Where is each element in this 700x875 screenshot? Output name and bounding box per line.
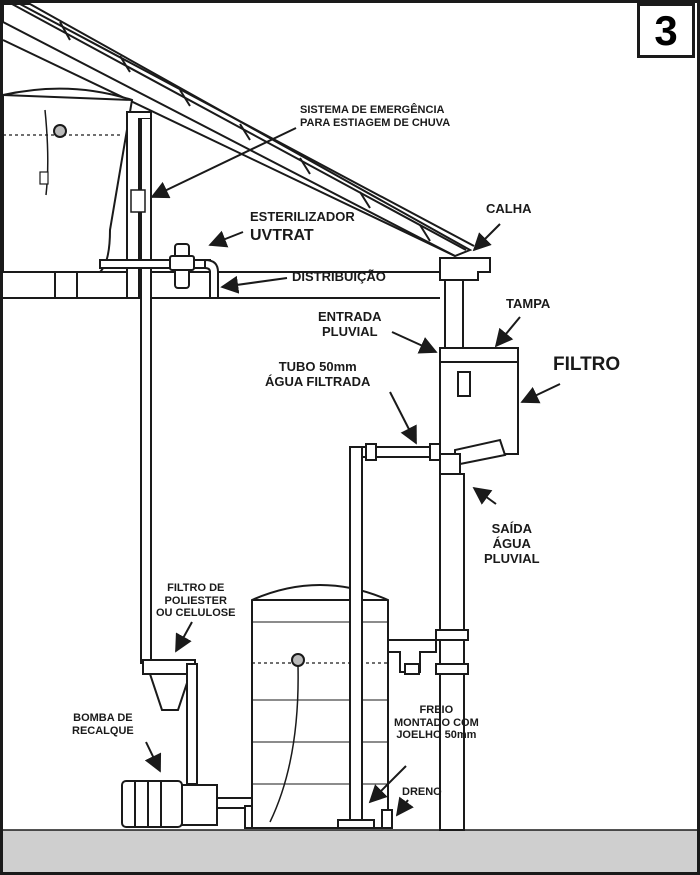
- label-filtro: FILTRO: [553, 354, 621, 375]
- label-sistema-emergencia: SISTEMA DE EMERGÊNCIA PARA ESTIAGEM DE C…: [300, 104, 451, 129]
- label-freio: FREIO MONTADO COM JOELHO 50mm: [394, 704, 479, 742]
- downspout: [435, 257, 519, 831]
- roof: [2, 3, 475, 258]
- label-bomba-recalque: BOMBA DE RECALQUE: [72, 712, 134, 737]
- label-dreno: DRENO: [402, 786, 442, 798]
- leader-arrows: [144, 127, 561, 817]
- filtered-pipe: [337, 443, 443, 829]
- label-distribuicao: DISTRIBUIÇÃO: [292, 269, 386, 284]
- label-esterilizador: ESTERILIZADOR: [250, 209, 355, 224]
- label-calha: CALHA: [486, 201, 532, 216]
- label-entrada-pluvial: ENTRADA PLUVIAL: [318, 309, 382, 339]
- ground: [3, 830, 697, 872]
- label-uvtrat: UVTRAT: [250, 227, 314, 244]
- label-tubo-agua-filtrada: TUBO 50mm ÁGUA FILTRADA: [265, 359, 371, 389]
- supply-pipes: [126, 111, 152, 664]
- page-number-badge: 3: [637, 3, 695, 58]
- pump: [121, 780, 258, 829]
- sterilizer-line: [99, 243, 219, 299]
- upper-tank: [2, 87, 134, 273]
- polyester-filter: [142, 659, 198, 785]
- label-filtro-poliester: FILTRO DE POLIESTER OU CELULOSE: [156, 582, 236, 620]
- label-tampa: TAMPA: [506, 296, 551, 311]
- cistern-tank: [251, 584, 389, 829]
- trap-elbow: [381, 639, 437, 829]
- label-saida-agua-pluvial: SAÍDA ÁGUA PLUVIAL: [484, 521, 540, 566]
